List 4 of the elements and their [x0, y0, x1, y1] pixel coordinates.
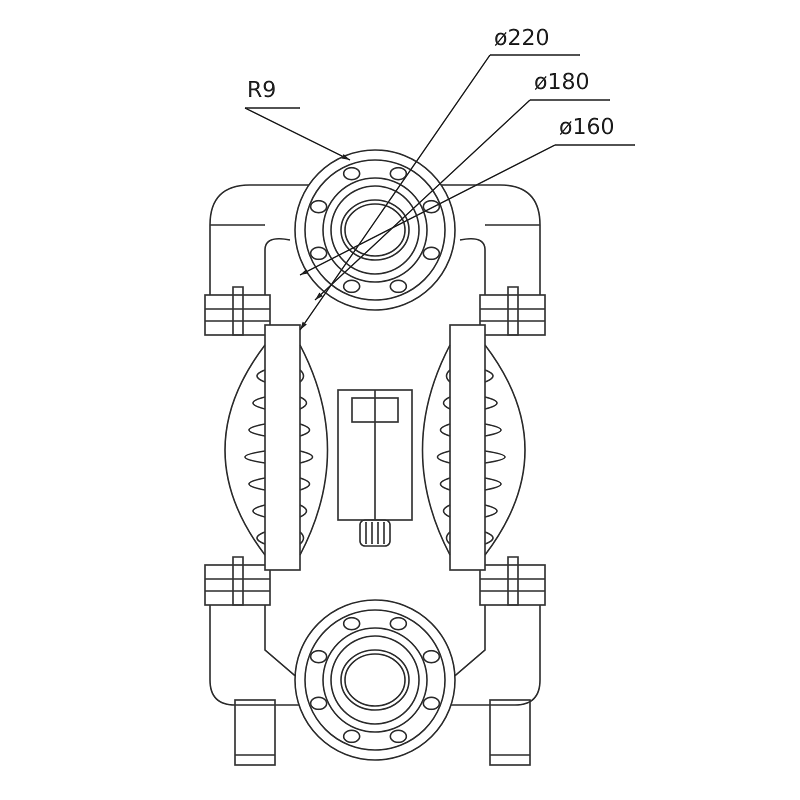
dimension-label: ø180 [534, 72, 590, 94]
dimension-label: ø220 [494, 28, 550, 50]
dimension-label: R9 [247, 80, 276, 102]
dimension-label: ø160 [559, 117, 614, 139]
